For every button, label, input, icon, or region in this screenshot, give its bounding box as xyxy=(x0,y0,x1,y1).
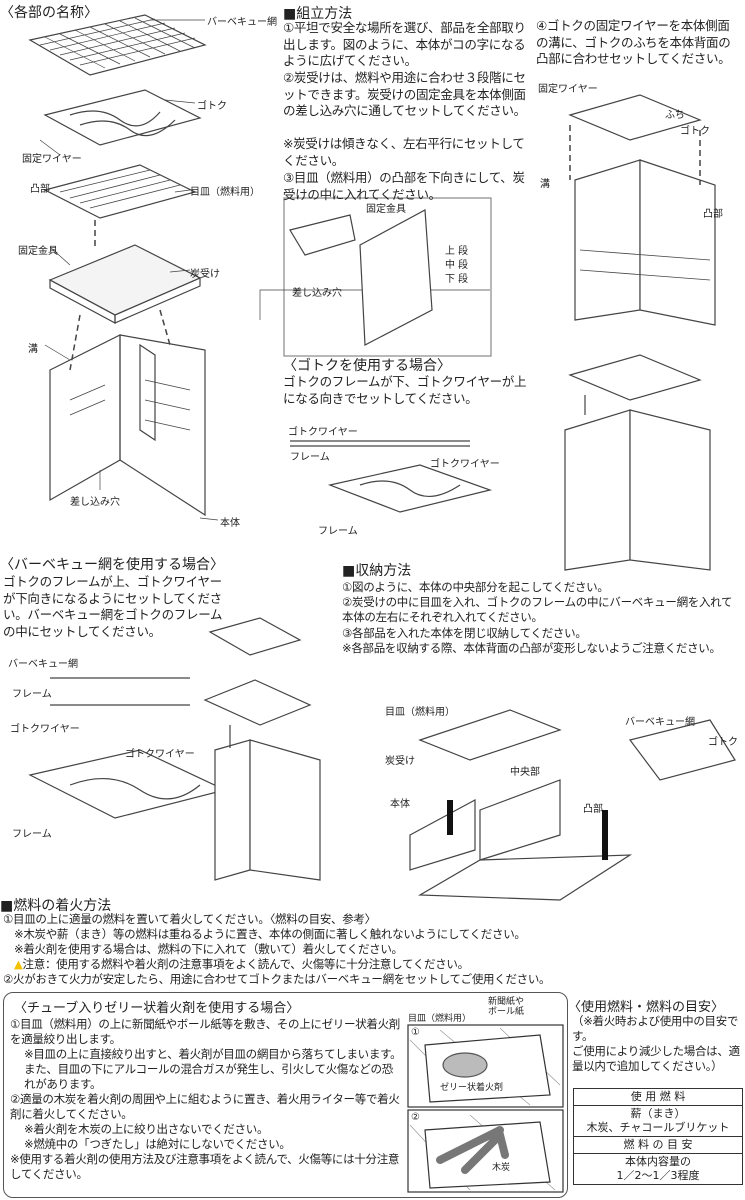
assembly-title: ■組立方法 xyxy=(283,6,353,22)
jelly-step-2: ②適量の木炭を着火剤の周囲や上に組むように置き、着火用ライター等で着火剤に着火し… xyxy=(10,1092,400,1121)
fuel-table-fuels: 薪（まき） 木炭、チャコールブリケット xyxy=(573,1105,743,1137)
s4-label-groove: 溝 xyxy=(540,179,550,190)
parts-title: 〈各部の名称〉 xyxy=(0,5,98,21)
fuel-title: 〈使用燃料・燃料の目安〉 xyxy=(568,1000,725,1015)
bbq-label-wire-2: ゴトクワイヤー xyxy=(125,749,195,760)
assembly-note: ※炭受けは傾きなく、左右平行にセットしてください。 xyxy=(283,136,525,168)
storage-label-tray: 炭受け xyxy=(385,756,415,767)
jelly-label-charcoal: 木炭 xyxy=(492,1163,511,1173)
label-fixed-wire: 固定ワイヤー xyxy=(22,154,82,165)
jelly-label-paper: 新聞紙や ボール紙 xyxy=(488,997,525,1017)
s4-label-wire: 固定ワイヤー xyxy=(538,84,598,95)
label-gotoku: ゴトク xyxy=(197,101,227,112)
fuel-note: （※着火時および使用中の目安です。 ご使用により減少した場合は、適量以内で追加し… xyxy=(572,1014,740,1073)
jelly-note-3: ※燃焼中の「つぎたし」は絶対にしないでください。 xyxy=(24,1137,291,1151)
detail-label-upper: 上 段 xyxy=(445,246,469,257)
jelly-panel-2-number: ② xyxy=(411,1112,420,1123)
label-charcoal-tray: 炭受け xyxy=(190,269,220,280)
s4-label-convex: 凸部 xyxy=(703,209,723,220)
warning-icon: ▲ xyxy=(14,957,23,971)
storage-step-1: ①図のように、本体の中央部分を起こしてください。 xyxy=(342,580,609,594)
label-insert-hole: 差し込み穴 xyxy=(70,497,120,508)
label-fire-plate: 目皿（燃料用） xyxy=(190,187,260,198)
bbq-label-frame: フレーム xyxy=(12,689,52,700)
storage-label-net: バーベキュー網 xyxy=(625,717,695,728)
charcoal-tray-drawing xyxy=(48,244,202,325)
storage-step-2: ②炭受けの中に目皿を入れ、ゴトクのフレームの中にバーベキュー網を入れて本体の左右… xyxy=(342,595,733,624)
body-drawing xyxy=(49,334,206,517)
ignition-warning: ▲注意：使用する燃料や着火剤の注意事項をよく読んで、火傷等に十分注意してください… xyxy=(14,957,744,972)
assembly-step-4: ④ゴトクの固定ワイヤーを本体側面の溝に、ゴトクのふちを本体背面の凸部に合わせセッ… xyxy=(536,18,731,66)
gotoku-label-wire: ゴトクワイヤー xyxy=(288,427,358,438)
detail-label-middle: 中 段 xyxy=(445,260,469,271)
bbq-label-frame-2: フレーム xyxy=(12,829,52,840)
storage-title: ■収納方法 xyxy=(342,563,412,579)
label-fixing-bracket: 固定金具 xyxy=(18,246,58,257)
detail-label-bracket: 固定金具 xyxy=(366,204,406,215)
jelly-label-gel: ゼリー状着火剤 xyxy=(440,1083,504,1093)
ignition-title: ■燃料の着火方法 xyxy=(0,898,112,914)
label-bbq-net: バーベキュー網 xyxy=(207,17,277,28)
jelly-title: 〈チューブ入りゼリー状着火剤を使用する場合〉 xyxy=(14,1001,300,1016)
jelly-note-4: ※使用する着火剤の使用方法及び注意事項をよく読んで、火傷等には十分注意してくださ… xyxy=(10,1152,400,1181)
gotoku-title: 〈ゴトクを使用する場合〉 xyxy=(283,358,451,374)
jelly-note-1: ※目皿の上に直接絞り出すと、着火剤が目皿の網目から落ちてしまいます。また、目皿の… xyxy=(24,1047,402,1091)
gotoku-label-wire-2: ゴトクワイヤー xyxy=(430,459,500,470)
storage-label-gotoku: ゴトク xyxy=(708,737,738,748)
assembly-step-2: ②炭受けは、燃料や用途に合わせ３段階にセットできます。炭受けの固定金具を本体側面… xyxy=(283,70,526,118)
gotoku-drawing xyxy=(43,89,202,146)
gotoku-text: ゴトクのフレームが下、ゴトクワイヤーが上になる向きでセットしてください。 xyxy=(283,374,527,406)
fuel-table: 使 用 燃 料 薪（まき） 木炭、チャコールブリケット 燃 料 の 目 安 本体… xyxy=(573,1088,743,1185)
assembly-step-1: ①平坦で安全な場所を選び、部品を全部取り出します。図のように、本体がコの字になる… xyxy=(283,20,526,68)
s4-label-gotoku: ゴトク xyxy=(680,126,710,137)
label-convex: 凸部 xyxy=(30,184,50,195)
jelly-note-2: ※着火剤を木炭の上に絞り出さないでください。 xyxy=(24,1122,269,1136)
fire-plate-drawing xyxy=(43,164,197,219)
detail-label-hole: 差し込み穴 xyxy=(292,288,342,299)
storage-label-plate: 目皿（燃料用） xyxy=(385,707,455,718)
bbq-title: 〈バーベキュー網を使用する場合〉 xyxy=(0,557,224,573)
bbq-text: ゴトクのフレームが上、ゴトクワイヤーが下向きになるようにセットしてください。バー… xyxy=(3,574,223,639)
label-groove: 溝 xyxy=(28,344,38,355)
ignition-line-3: ※着火剤を使用する場合は、燃料の下に入れて（敷いて）着火してください。 xyxy=(14,942,403,956)
ignition-line-2: ※木炭や薪（まき）等の燃料は重ねるように置き、本体の側面に著しく触れないようにし… xyxy=(14,927,526,941)
storage-label-convex: 凸部 xyxy=(583,804,603,815)
fuel-table-header: 使 用 燃 料 xyxy=(573,1088,743,1106)
ignition-line-1: ①目皿の上に適量の燃料を置いて着火してください。〈燃料の目安、参考〉 xyxy=(3,912,376,926)
storage-label-center: 中央部 xyxy=(510,767,540,778)
storage-label-body: 本体 xyxy=(390,799,410,810)
storage-step-3: ③各部品を入れた本体を閉じ収納してください。 xyxy=(342,626,587,640)
assembly-step-3: ③目皿（燃料用）の凸部を下向きにして、炭受けの中に入れてください。 xyxy=(283,170,525,202)
ignition-line-5: ②火がおきて火力が安定したら、用途に合わせてゴトクまたはバーベキュー網をセットし… xyxy=(3,972,551,986)
jelly-box xyxy=(3,992,568,1198)
detail-label-lower: 下 段 xyxy=(445,274,469,285)
bbq-grill-net-drawing xyxy=(28,14,207,76)
jelly-label-plate: 目皿（燃料用） xyxy=(408,1014,472,1024)
warning-text: 注意：使用する燃料や着火剤の注意事項をよく読んで、火傷等に十分注意してください。 xyxy=(22,957,470,971)
gotoku-label-frame: フレーム xyxy=(290,452,330,463)
bbq-label-net: バーベキュー網 xyxy=(8,659,78,670)
fuel-table-amount: 本体内容量の 1／2〜1／3程度 xyxy=(573,1153,743,1185)
jelly-step-1: ①目皿（燃料用）の上に新聞紙やボール紙等を敷き、その上にゼリー状着火剤を適量絞り… xyxy=(10,1017,401,1046)
label-body: 本体 xyxy=(220,518,240,529)
storage-note: ※各部品を収納する際、本体背面の凸部が変形しないようご注意ください。 xyxy=(342,641,721,655)
fuel-table-header-2: 燃 料 の 目 安 xyxy=(573,1136,743,1154)
jelly-panel-1-number: ① xyxy=(411,1027,420,1038)
gotoku-label-frame-2: フレーム xyxy=(318,526,358,537)
bbq-label-wire: ゴトクワイヤー xyxy=(10,724,80,735)
s4-label-rim: ふち xyxy=(665,110,685,121)
